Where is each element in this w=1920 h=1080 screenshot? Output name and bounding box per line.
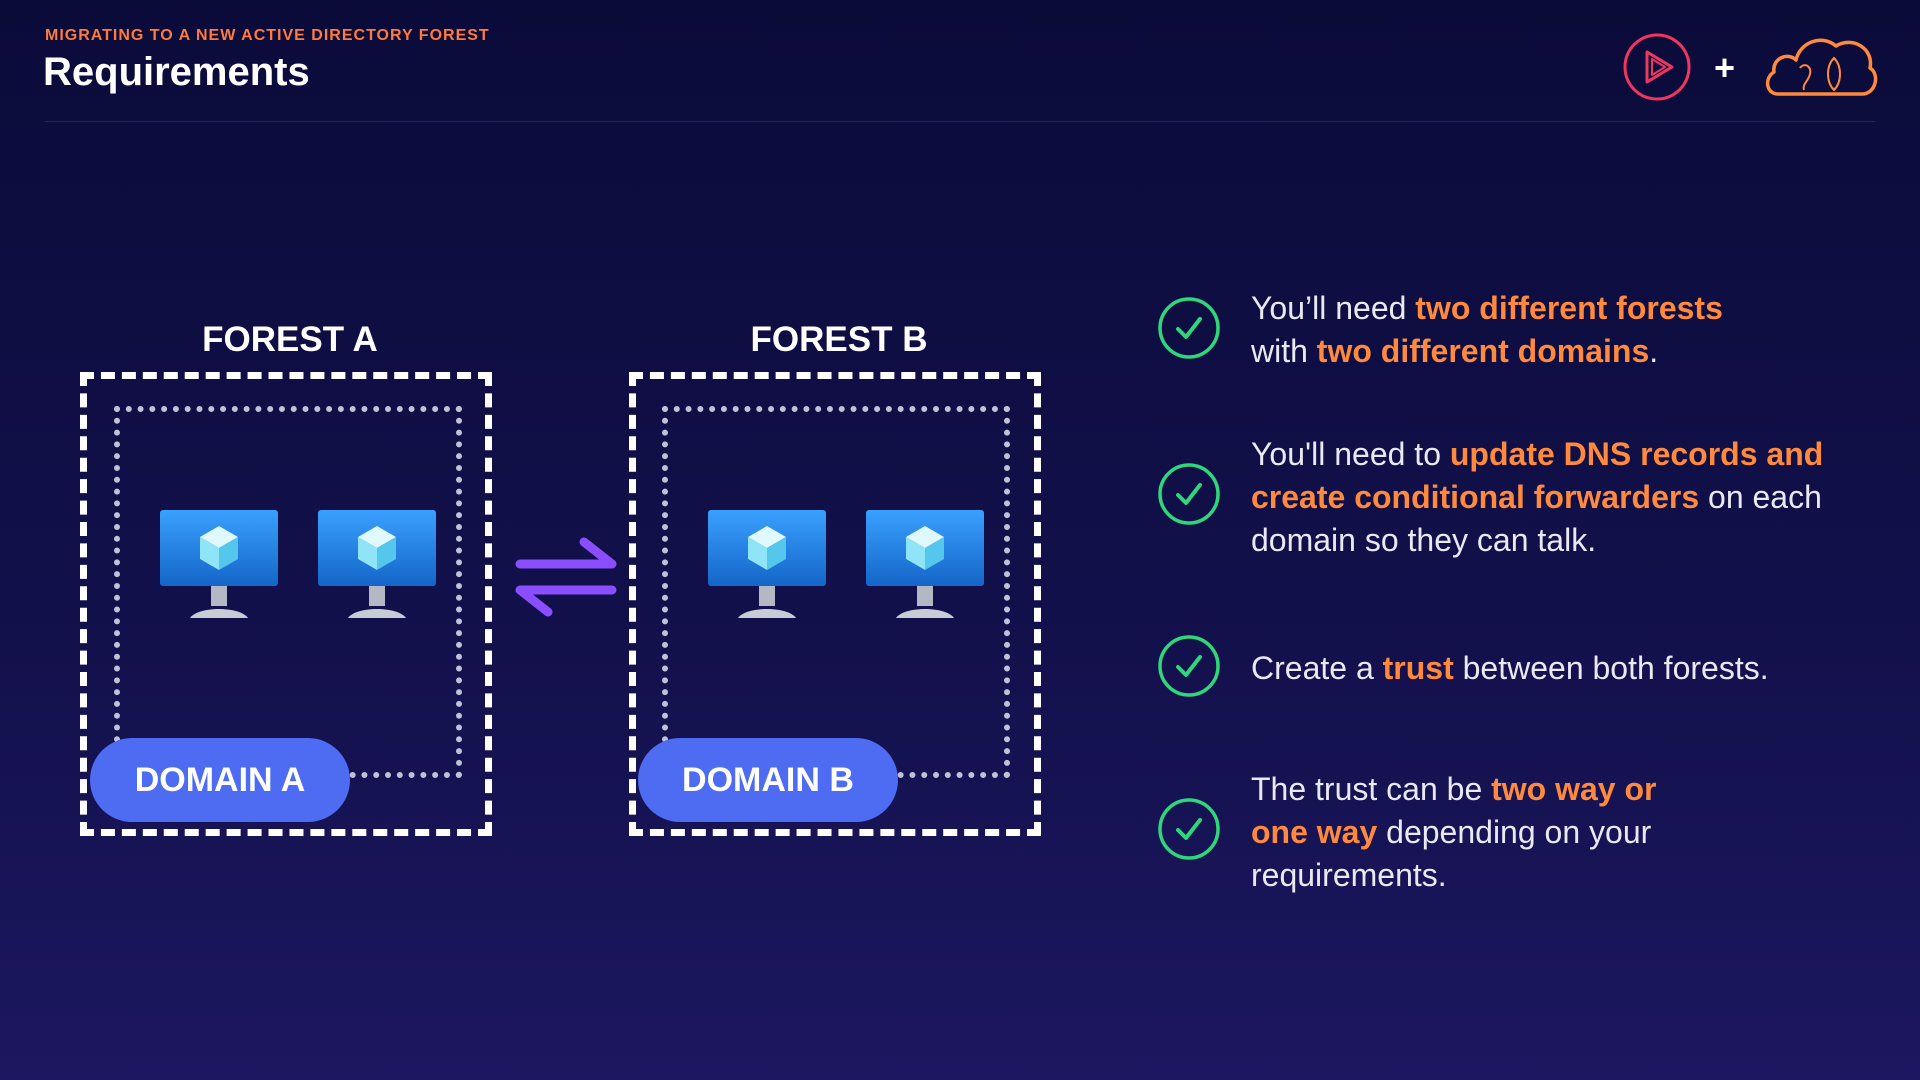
desktop-computer-icon [160, 510, 278, 618]
requirement-4: The trust can be two way or one way depe… [1251, 771, 1657, 893]
requirement-1: You’ll need two different forests with t… [1251, 290, 1723, 369]
forest-a-boundary [80, 372, 492, 836]
requirement-3: Create a trust between both forests. [1251, 650, 1769, 686]
forest-b-boundary [629, 372, 1041, 836]
page-title: Requirements [43, 50, 310, 94]
forest-b-label: FOREST B [750, 320, 928, 359]
cloud-logo-icon [1765, 38, 1878, 96]
desktop-computer-icon [708, 510, 826, 618]
desktop-computer-icon [318, 510, 436, 618]
domain-a-pill: DOMAIN A [90, 738, 350, 822]
domain-b-pill: DOMAIN B [638, 738, 898, 822]
forest-a-label: FOREST A [202, 320, 378, 359]
check-circle-icon [1158, 297, 1220, 359]
check-circle-icon [1158, 798, 1220, 860]
header-eyebrow: MIGRATING TO A NEW ACTIVE DIRECTORY FORE… [45, 27, 490, 44]
header-divider [45, 121, 1875, 122]
desktop-computer-icon [866, 510, 984, 618]
plus-symbol: + [1714, 47, 1736, 88]
swap-arrows-icon [515, 537, 617, 617]
check-circle-icon [1158, 463, 1220, 525]
check-circle-icon [1158, 635, 1220, 697]
requirement-2: You'll need to update DNS records and cr… [1251, 436, 1824, 558]
play-logo-icon [1623, 33, 1691, 101]
